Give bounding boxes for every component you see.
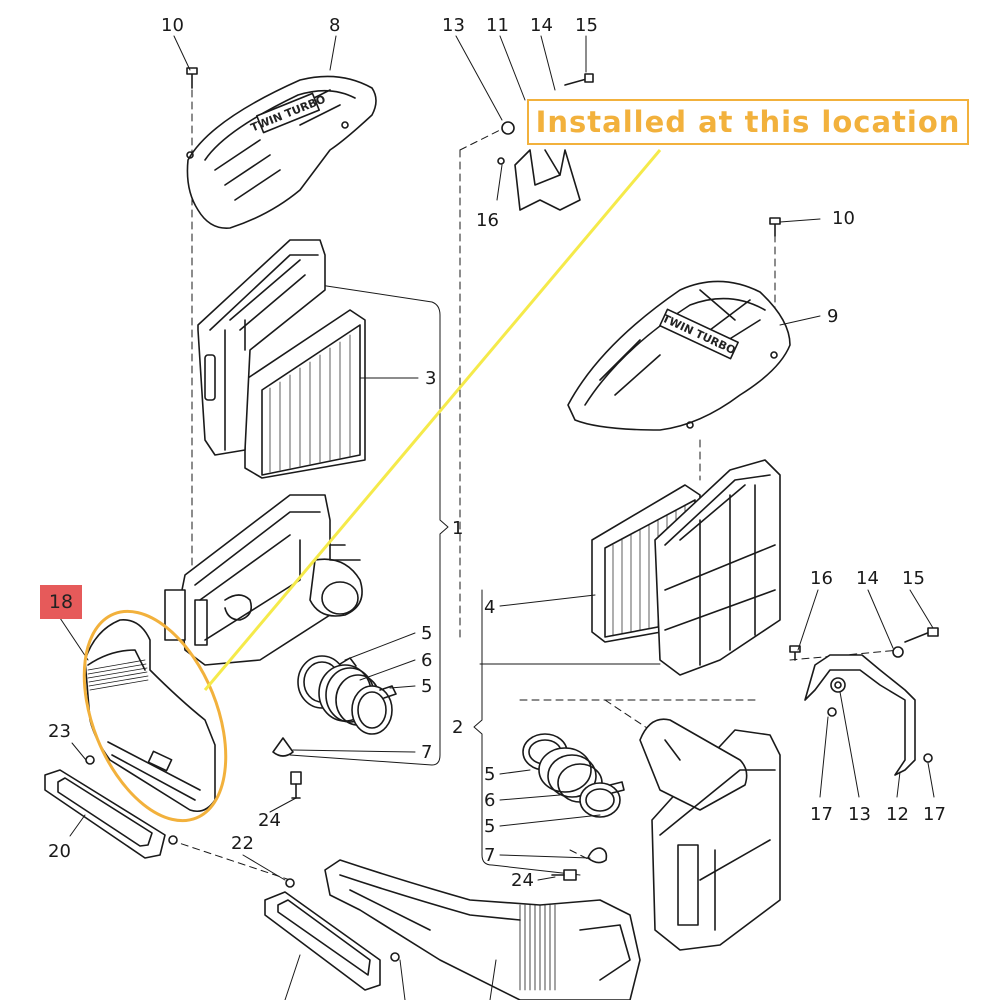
label-17-a: 17 xyxy=(810,804,833,825)
label-6-right: 6 xyxy=(484,790,495,811)
label-15-right: 15 xyxy=(902,568,925,589)
label-13-right: 13 xyxy=(848,804,871,825)
callout-text: Installed at this location xyxy=(535,105,961,139)
label-10-top: 10 xyxy=(161,15,184,36)
label-9: 9 xyxy=(827,306,838,327)
label-20: 20 xyxy=(48,841,71,862)
nut-22 xyxy=(168,835,295,888)
label-5-left-a: 5 xyxy=(421,623,432,644)
label-4: 4 xyxy=(484,597,495,618)
label-22: 22 xyxy=(231,833,254,854)
cover-bolt-10-left xyxy=(186,67,198,89)
part-number-labels: 10 8 13 11 14 15 16 10 9 3 1 4 16 14 15 … xyxy=(48,15,946,891)
label-5-left-b: 5 xyxy=(421,676,432,697)
label-5-right-b: 5 xyxy=(484,816,495,837)
label-24-left: 24 xyxy=(258,810,281,831)
intake-duct-18 xyxy=(84,619,216,813)
grommet-7-left xyxy=(272,737,294,757)
sensor-24-left xyxy=(290,771,302,799)
label-2: 2 xyxy=(452,717,463,738)
engine-cover-left xyxy=(186,75,377,229)
highlight-badge-18: 18 xyxy=(40,585,82,619)
air-filter-left xyxy=(244,309,366,479)
airbox-upper-right xyxy=(654,459,781,676)
bracket-upper xyxy=(497,73,594,211)
airbox-lower-left xyxy=(164,494,363,666)
label-10-right: 10 xyxy=(832,208,855,229)
hose-clamp-set-right xyxy=(522,733,625,818)
sensor-24-right xyxy=(551,869,577,881)
engine-cover-right xyxy=(567,280,791,431)
label-23: 23 xyxy=(48,721,71,742)
label-14-right: 14 xyxy=(856,568,879,589)
airbox-lower-right xyxy=(639,718,781,951)
label-15-top: 15 xyxy=(575,15,598,36)
gasket-bottom xyxy=(264,891,381,991)
callout-leader-line xyxy=(203,149,662,691)
callout-box: Installed at this location xyxy=(527,99,969,145)
label-6-left: 6 xyxy=(421,650,432,671)
label-13-top: 13 xyxy=(442,15,465,36)
assembly-axis-lines xyxy=(169,89,901,881)
label-24-right: 24 xyxy=(511,870,534,891)
label-leader-lines xyxy=(59,35,935,1001)
highlight-badge-label: 18 xyxy=(48,591,74,613)
grommet-7-right xyxy=(587,847,608,864)
assembly-brackets xyxy=(289,284,661,876)
label-14-top: 14 xyxy=(530,15,553,36)
label-5-right-a: 5 xyxy=(484,764,495,785)
gasket-20 xyxy=(44,769,166,859)
label-3: 3 xyxy=(425,368,436,389)
label-7-right: 7 xyxy=(484,845,495,866)
highlight-ring xyxy=(82,609,228,823)
label-12: 12 xyxy=(886,804,909,825)
label-8: 8 xyxy=(329,15,340,36)
intake-duct-bottom xyxy=(324,859,641,1001)
label-1: 1 xyxy=(452,518,463,539)
airbox-upper-left xyxy=(197,239,326,456)
label-17-b: 17 xyxy=(923,804,946,825)
hose-clamp-set-left xyxy=(297,655,397,735)
screw-23 xyxy=(85,755,95,765)
cover-bolt-10-right xyxy=(769,217,781,237)
bracket-right xyxy=(789,627,939,776)
label-16-right: 16 xyxy=(810,568,833,589)
label-7-left: 7 xyxy=(421,742,432,763)
label-11: 11 xyxy=(486,15,509,36)
label-16-top: 16 xyxy=(476,210,499,231)
